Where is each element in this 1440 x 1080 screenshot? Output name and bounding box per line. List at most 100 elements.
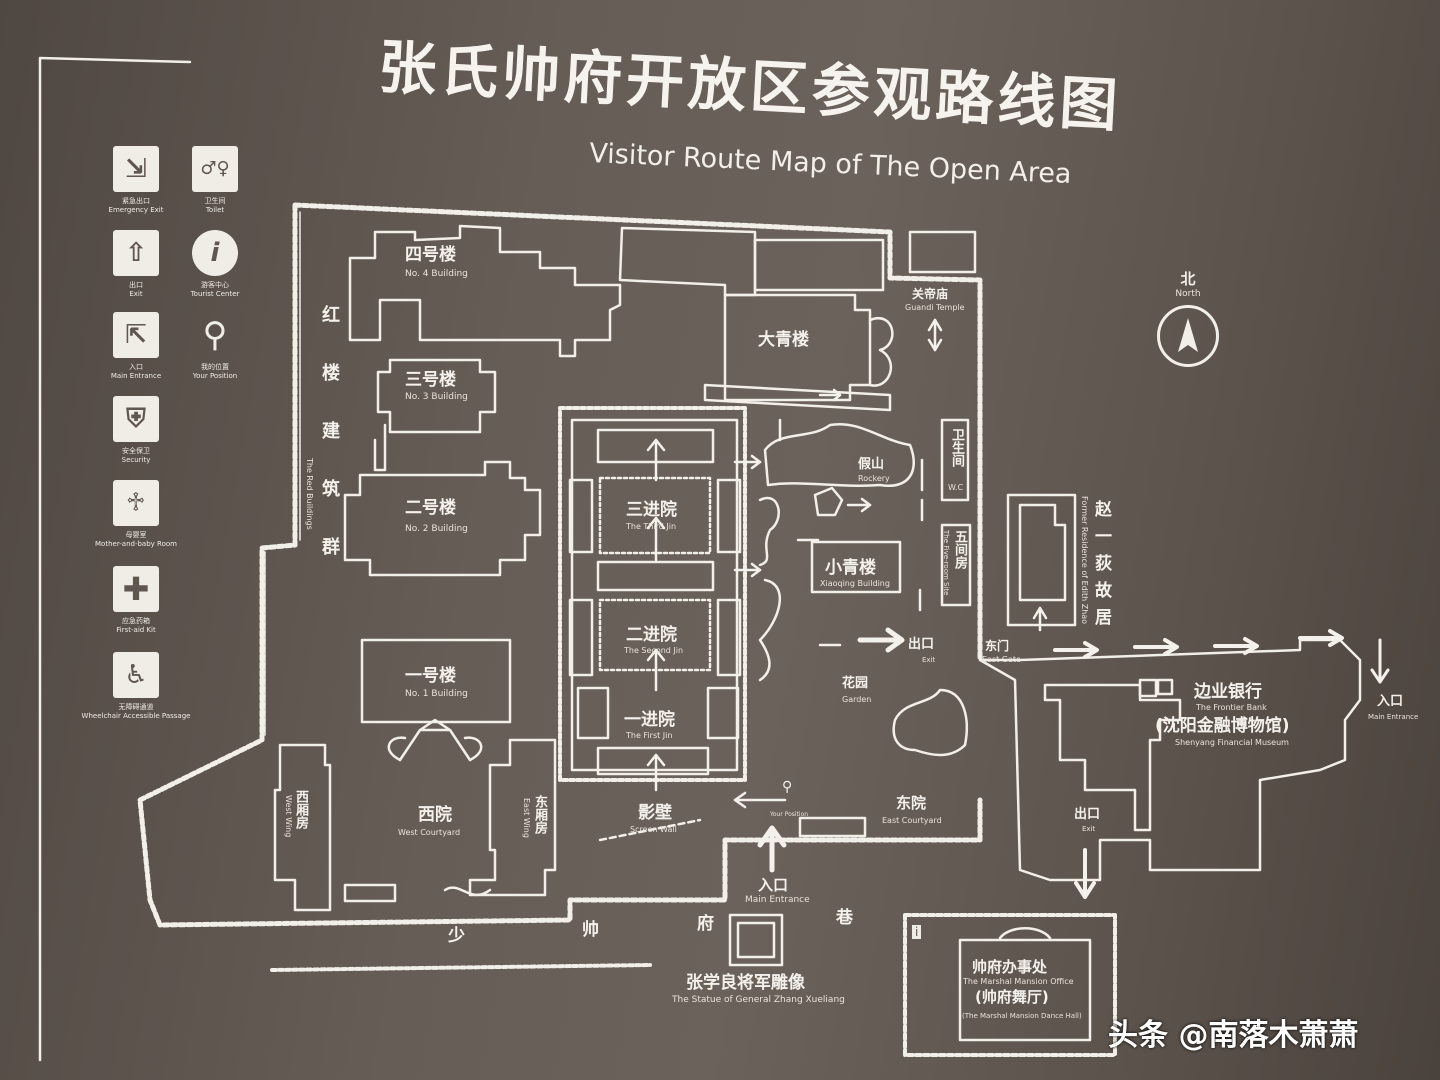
legend-exit: ⇧ 出口 Exit bbox=[76, 230, 196, 298]
label-dance-hall-en: (The Marshal Mansion Dance Hall) bbox=[962, 1012, 1082, 1020]
building-no1-outline bbox=[360, 638, 512, 724]
legend-main-entrance: ⇱ 入口 Main Entrance bbox=[76, 312, 196, 380]
label-main-entrance-south: 入口 bbox=[758, 876, 789, 894]
label-third-jin-en: The Third Jin bbox=[626, 522, 677, 531]
label-west-courtyard: 西院 bbox=[418, 805, 452, 825]
marshal-office-wall bbox=[903, 913, 1117, 1057]
label-garden-en: Garden bbox=[842, 695, 872, 704]
north-label-en: North bbox=[1175, 289, 1201, 299]
wheelchair-icon: ♿ bbox=[113, 652, 159, 698]
frontier-bank-compound bbox=[978, 638, 1362, 882]
garden-pond-outline bbox=[892, 688, 968, 757]
label-your-position: Your Position bbox=[770, 811, 809, 818]
label-daqing: 大青楼 bbox=[758, 330, 809, 350]
label-no2-en: No. 2 Building bbox=[405, 524, 468, 534]
legend-tourist-center: i 游客中心 Tourist Center bbox=[155, 230, 275, 298]
label-first-jin-en: The First Jin bbox=[626, 731, 673, 740]
board-frame bbox=[38, 56, 192, 1062]
label-frontier-bank-en: The Frontier Bank bbox=[1196, 703, 1267, 712]
label-east-gate-en: East Gate bbox=[982, 655, 1021, 664]
first-aid-icon: ✚ bbox=[113, 566, 159, 612]
position-pin-icon: ⚲ bbox=[202, 315, 228, 355]
label-toilet: 卫生间 bbox=[949, 428, 964, 467]
label-marshal-office-en: The Marshal Mansion Office bbox=[963, 977, 1074, 986]
compass-circle bbox=[1157, 305, 1219, 367]
legend-mother-baby: ♱ 母婴室 Mother-and-baby Room bbox=[76, 480, 196, 548]
label-screen-wall-en: Screen Wall bbox=[630, 825, 677, 834]
security-icon: ⛨ bbox=[113, 396, 159, 442]
frontier-bank-building bbox=[1043, 683, 1182, 832]
label-east-courtyard-en: East Courtyard bbox=[882, 816, 942, 825]
building-no4-outline bbox=[348, 224, 622, 358]
east-wing-outline bbox=[468, 738, 557, 897]
garden-rock-path bbox=[758, 496, 782, 682]
label-guandi-en: Guandi Temple bbox=[905, 303, 965, 312]
label-bank-entrance: 入口 bbox=[1377, 694, 1404, 709]
label-first-jin: 一进院 bbox=[624, 710, 675, 730]
route-arrows bbox=[646, 318, 1390, 899]
label-second-jin-en: The Second Jin bbox=[624, 646, 684, 655]
label-main-entrance-south-en: Main Entrance bbox=[745, 895, 810, 905]
north-label: 北 bbox=[1180, 270, 1196, 288]
label-east-gate: 东门 bbox=[985, 639, 1010, 653]
emergency-exit-icon: ⇲ bbox=[113, 146, 159, 192]
street-char-4: 巷 bbox=[836, 908, 853, 928]
label-dance-hall: (帅府舞厅) bbox=[975, 988, 1049, 1006]
label-xiaoqing-en: Xiaoqing Building bbox=[820, 579, 890, 588]
label-west-courtyard-en: West Courtyard bbox=[398, 828, 461, 837]
label-no1-en: No. 1 Building bbox=[405, 689, 468, 699]
marshal-office-info-icon: i bbox=[912, 925, 922, 939]
label-zhao-yidi: 赵一荻故居 bbox=[1091, 500, 1111, 635]
label-statue: 张学良将军雕像 bbox=[686, 973, 805, 993]
compound-wall bbox=[137, 202, 983, 928]
rockery-outline bbox=[763, 422, 915, 488]
top-building-a bbox=[618, 226, 757, 297]
label-zhao-yidi-en: Former Residence of Edith Zhao bbox=[1080, 496, 1089, 625]
label-bank-exit-en: Exit bbox=[1082, 825, 1096, 833]
xiaoqing-outline bbox=[810, 540, 902, 594]
street-char-2: 帅 bbox=[582, 920, 599, 940]
label-no1: 一号楼 bbox=[405, 666, 456, 686]
north-compass: 北 North bbox=[1156, 268, 1220, 367]
label-no3-en: No. 3 Building bbox=[405, 392, 468, 402]
legend-wheelchair: ♿ 无障碍通道 Wheelchair Accessible Passage bbox=[76, 652, 196, 720]
your-position-icon: ⚲ bbox=[782, 779, 793, 795]
label-east-wing: 东厢房 bbox=[532, 795, 547, 834]
watermark: 头条 @南落木萧萧 bbox=[1108, 1018, 1359, 1053]
label-no2: 二号楼 bbox=[405, 498, 456, 518]
exit-icon: ⇧ bbox=[113, 230, 159, 276]
label-red-buildings-en: The Red Buildings bbox=[305, 458, 314, 530]
legend-toilet: ♂♀ 卫生间 Toilet bbox=[155, 146, 275, 214]
label-bank-exit: 出口 bbox=[1074, 807, 1101, 822]
label-third-jin: 三进院 bbox=[626, 500, 677, 520]
label-rockery-en: Rockery bbox=[858, 474, 890, 483]
label-statue-en: The Statue of General Zhang Xueliang bbox=[672, 995, 845, 1005]
building-no3-outline bbox=[376, 358, 497, 434]
label-no4: 四号楼 bbox=[405, 245, 456, 265]
building-no2-outline bbox=[343, 460, 542, 577]
label-five-room: 五间房 bbox=[952, 530, 967, 569]
label-west-wing: 西厢房 bbox=[293, 790, 308, 829]
legend-first-aid: ✚ 应急药箱 First-aid Kit bbox=[76, 566, 196, 634]
label-financial-museum-en: Shenyang Financial Museum bbox=[1175, 738, 1289, 747]
label-xiaoqing: 小青楼 bbox=[825, 558, 876, 578]
street-char-1: 少 bbox=[448, 926, 465, 946]
toilet-icon: ♂♀ bbox=[192, 146, 238, 192]
label-east-wing-en: East Wing bbox=[522, 798, 531, 838]
label-second-jin: 二进院 bbox=[626, 625, 677, 645]
label-red-buildings: 红楼建筑群 bbox=[319, 305, 340, 595]
label-no3: 三号楼 bbox=[405, 370, 456, 390]
legend-emergency-exit: ⇲ 紧急出口 Emergency Exit bbox=[76, 146, 196, 214]
label-east-courtyard: 东院 bbox=[896, 794, 927, 812]
legend-your-position: ⚲ 我的位置 Your Position bbox=[155, 312, 275, 380]
zhao-yidi-compound bbox=[1006, 493, 1077, 627]
entrance-icon: ⇱ bbox=[113, 312, 159, 358]
label-bank-entrance-en: Main Entrance bbox=[1368, 713, 1419, 721]
central-compound-wall bbox=[558, 406, 747, 782]
label-toilet-en: W.C bbox=[948, 483, 964, 492]
label-garden-exit-en: Exit bbox=[922, 656, 936, 664]
label-frontier-bank: 边业银行 bbox=[1194, 682, 1262, 702]
label-financial-museum: (沈阳金融博物馆) bbox=[1155, 716, 1290, 736]
